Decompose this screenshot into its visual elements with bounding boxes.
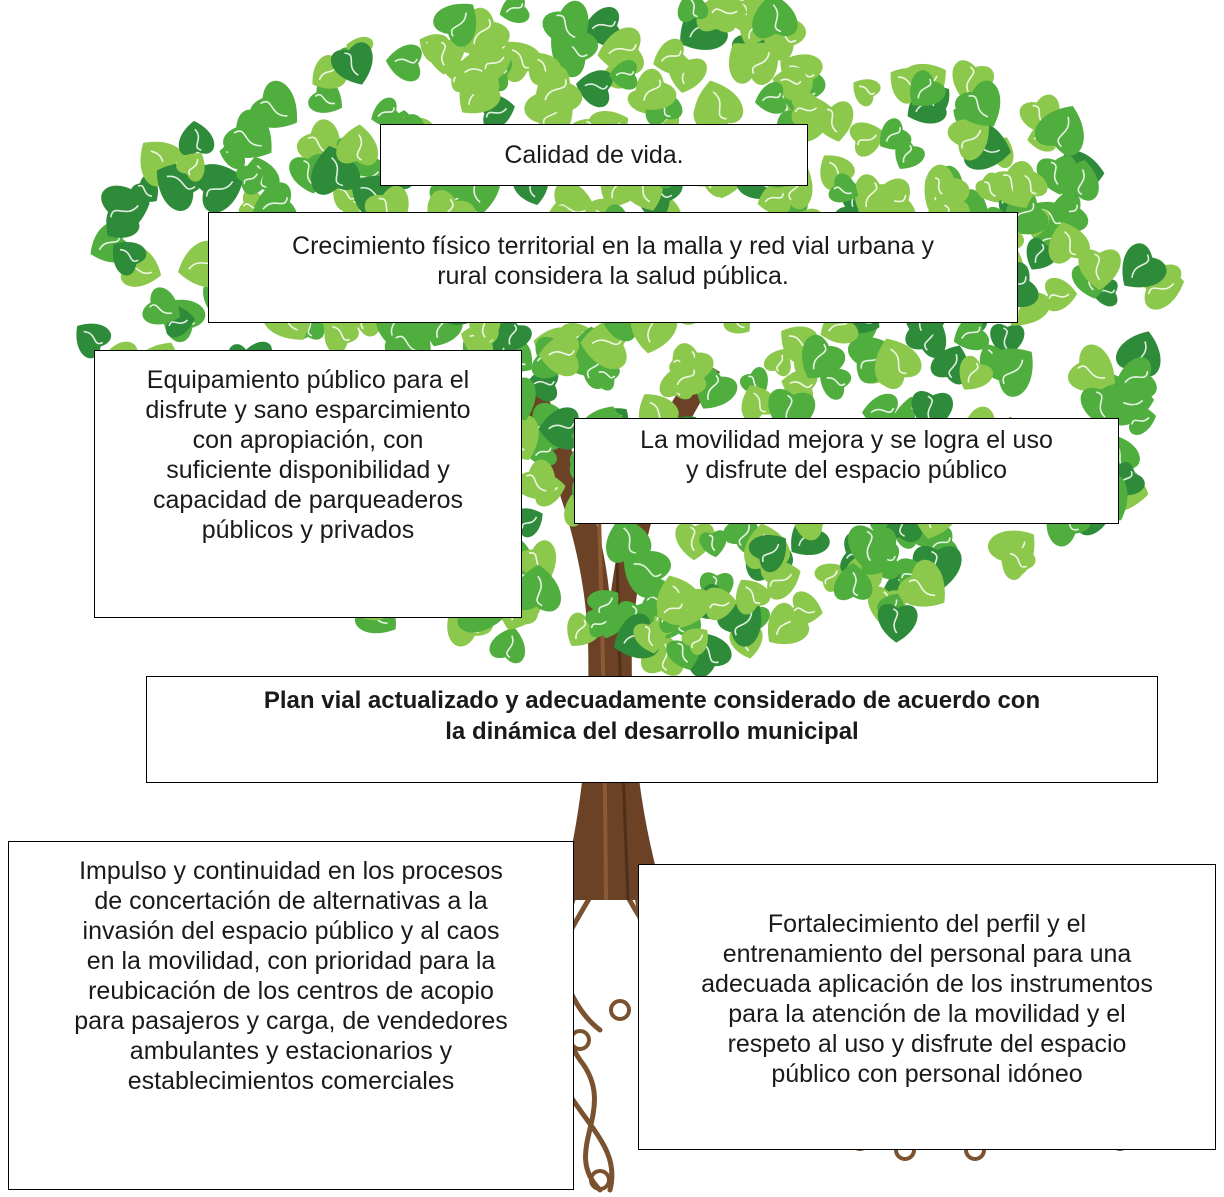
equipamiento-line: públicos y privados [109,515,507,545]
impulso-line: invasión del espacio público y al caos [23,916,559,946]
plan-vial-central-box: Plan vial actualizado y adecuadamente co… [146,676,1158,783]
root-curl [611,1001,629,1019]
impulso-line: Impulso y continuidad en los procesos [23,856,559,886]
movilidad-line: La movilidad mejora y se logra el uso [589,425,1104,455]
impulso-line: en la movilidad, con prioridad para la [23,946,559,976]
leaf [176,119,215,157]
plan-vial-line: la dinámica del desarrollo municipal [161,716,1143,747]
leaf-shape [176,119,215,157]
crecimiento-territorial-box: Crecimiento físico territorial en la mal… [208,212,1018,323]
crecimiento-line: Crecimiento físico territorial en la mal… [223,231,1003,261]
leaf-shape [1125,401,1159,436]
fortalecimiento-line: público con personal idóneo [653,1059,1201,1089]
leaf-shape [788,590,827,630]
equipamiento-line: disfrute y sano esparcimiento [109,395,507,425]
leaf-shape [846,71,884,109]
leaf [384,42,422,82]
plan-vial-line: Plan vial actualizado y adecuadamente co… [161,685,1143,716]
impulso-line: ambulantes y estacionarios y [23,1036,559,1066]
fortalecimiento-line: respeto al uso y disfrute del espacio [653,1029,1201,1059]
movilidad-mejora-box: La movilidad mejora y se logra el uso y … [574,418,1119,524]
movilidad-line: y disfrute del espacio público [589,455,1104,485]
leaf [846,71,884,109]
leaf [698,529,729,559]
equipamiento-line: suficiente disponibilidad y [109,455,507,485]
fortalecimiento-perfil-box: Fortalecimiento del perfil y el entrenam… [638,864,1216,1150]
impulso-line: para pasajeros y carga, de vendedores [23,1006,559,1036]
calidad-line: Calidad de vida. [395,140,793,170]
leaf [788,590,827,630]
leaf-shape [698,529,729,559]
crecimiento-line: rural considera la salud pública. [223,261,1003,291]
leaf-shape [876,604,918,644]
leaf [876,604,918,644]
fortalecimiento-line: entrenamiento del personal para una [653,939,1201,969]
calidad-de-vida-box: Calidad de vida. [380,124,808,186]
fortalecimiento-line: Fortalecimiento del perfil y el [653,909,1201,939]
equipamiento-line: Equipamiento público para el [109,365,507,395]
equipamiento-line: capacidad de parqueaderos [109,485,507,515]
leaf-shape [384,42,422,82]
fortalecimiento-line: adecuada aplicación de los instrumentos [653,969,1201,999]
equipamiento-line: con apropiación, con [109,425,507,455]
leaf [335,123,380,166]
impulso-line: de concertación de alternativas a la [23,886,559,916]
impulso-continuidad-box: Impulso y continuidad en los procesos de… [8,841,574,1190]
impulso-line: establecimientos comerciales [23,1066,559,1096]
equipamiento-publico-box: Equipamiento público para el disfrute y … [94,350,522,618]
impulso-line: reubicación de los centros de acopio [23,976,559,1006]
leaf [1125,401,1159,436]
fortalecimiento-line: para la atención de la movilidad y el [653,999,1201,1029]
leaf-shape [335,123,380,166]
